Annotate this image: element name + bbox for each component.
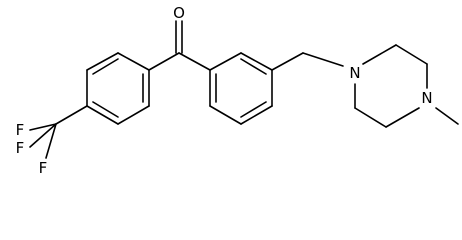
fluorine-label-3: F [39,159,48,177]
molecule-drawing: O N N F F F [16,4,459,177]
bond-ring-a-6 [117,52,150,71]
bond-ring-b-inner-2 [240,101,267,118]
atom-label-layer: O N N F F F [16,4,433,177]
bond-c-f-2 [29,123,57,148]
nitrogen-label-ring-left: N [349,64,360,82]
nitrogen-label-ring-right: N [421,89,432,107]
bond-pip-4 [385,107,420,128]
bond-pip-5 [354,107,387,128]
bond-ring-b-inner-3 [240,58,267,75]
fluorine-label-2: F [16,139,25,157]
bond-pip-2 [395,44,428,65]
bond-ring-a-3 [86,105,119,125]
fluorine-label-1: F [16,121,25,139]
bond-ring-to-cf3 [55,105,88,125]
bond-ring-a-inner-3 [92,58,119,75]
bond-ring-b-6 [209,52,242,71]
bond-n-methyl [435,107,459,125]
bond-ring-b-3 [240,105,273,125]
bond-layer [29,20,459,159]
bond-carbonyl-c-c-right [178,52,211,71]
bond-ch2-to-n [302,52,344,67]
structure-diagram: O N N F F F [16,4,459,177]
bond-c-f-3 [45,123,57,159]
bond-ring-to-ch2 [271,52,304,71]
bond-ring-a-5 [86,52,119,71]
bond-ring-b-5 [240,52,273,71]
bond-ring-a-inner-2 [92,101,119,118]
bond-pip-1 [362,44,397,65]
bond-ring-a-2 [117,105,150,125]
bond-ring-b-2 [209,105,242,125]
bond-c-f-1 [29,123,57,131]
bond-carbonyl-c-c-left [148,52,180,71]
oxygen-label: O [173,4,185,22]
